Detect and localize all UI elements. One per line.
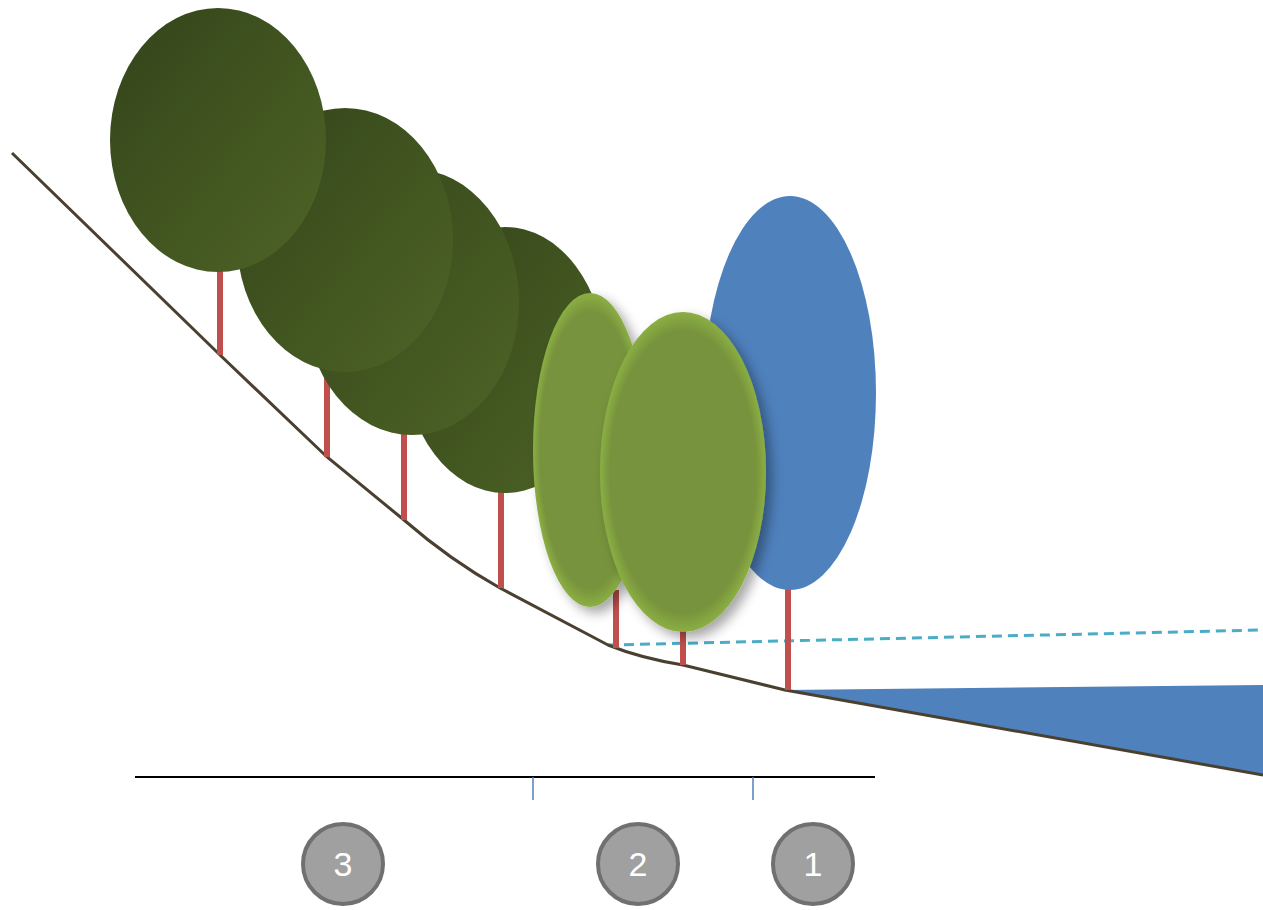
callout-circle: 1 xyxy=(770,821,856,907)
zone-scale-bar xyxy=(135,776,875,778)
dark-tree xyxy=(110,8,326,272)
callout-circle: 2 xyxy=(595,821,681,907)
callout-number: 3 xyxy=(334,847,353,881)
callout-circle: 3 xyxy=(300,821,386,907)
zone-tick xyxy=(532,777,534,800)
callout-number: 1 xyxy=(804,847,823,881)
flood-level-line xyxy=(608,630,1263,645)
callout-number: 2 xyxy=(629,847,648,881)
light-tree xyxy=(600,312,766,632)
zone-tick xyxy=(752,777,754,800)
